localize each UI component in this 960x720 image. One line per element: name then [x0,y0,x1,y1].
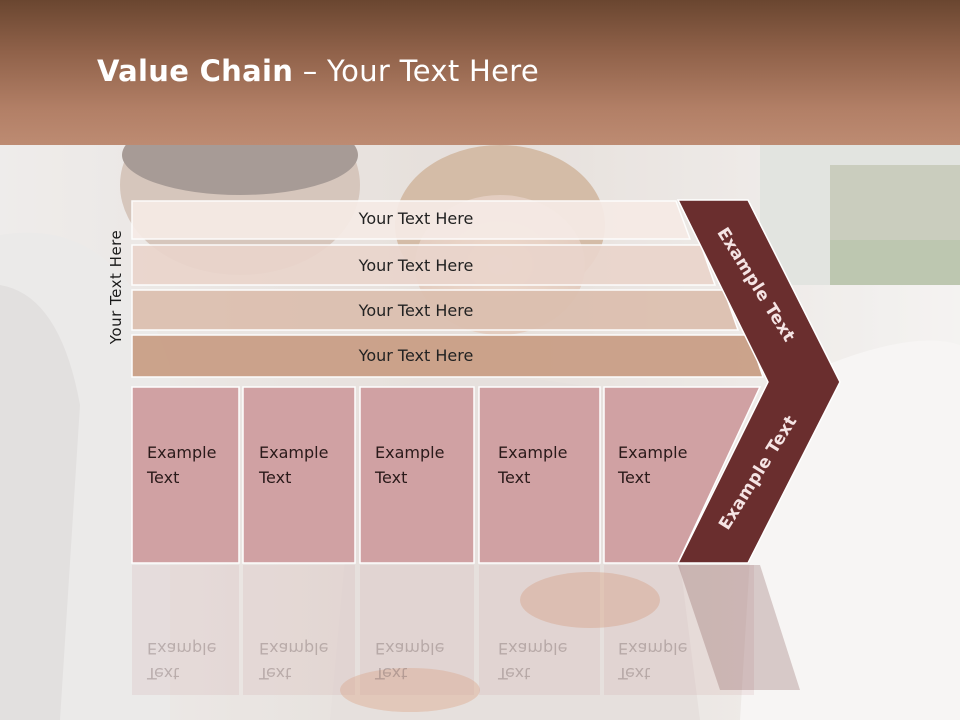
box-reflection [604,565,754,695]
chain-box [359,386,475,564]
bar-label: Your Text Here [358,346,474,365]
bar-label: Your Text Here [358,209,474,228]
chain-box [478,386,601,564]
chevron-arrow [676,199,841,564]
chevron-reflection [678,565,800,690]
bar-label: Your Text Here [358,256,474,275]
chain-box [131,386,240,564]
chain-bar [131,289,740,331]
title-banner: Value Chain – Your Text Here [0,0,960,145]
chain-bar [131,334,765,378]
slide-title: Value Chain – Your Text Here [97,54,539,88]
chain-bar [131,200,692,240]
box-reflection [243,565,355,695]
box-reflection [479,565,600,695]
chain-box [242,386,356,564]
bar-label: Your Text Here [358,301,474,320]
chain-bar [131,244,717,286]
box-reflection [360,565,474,695]
box-reflection [132,565,239,695]
